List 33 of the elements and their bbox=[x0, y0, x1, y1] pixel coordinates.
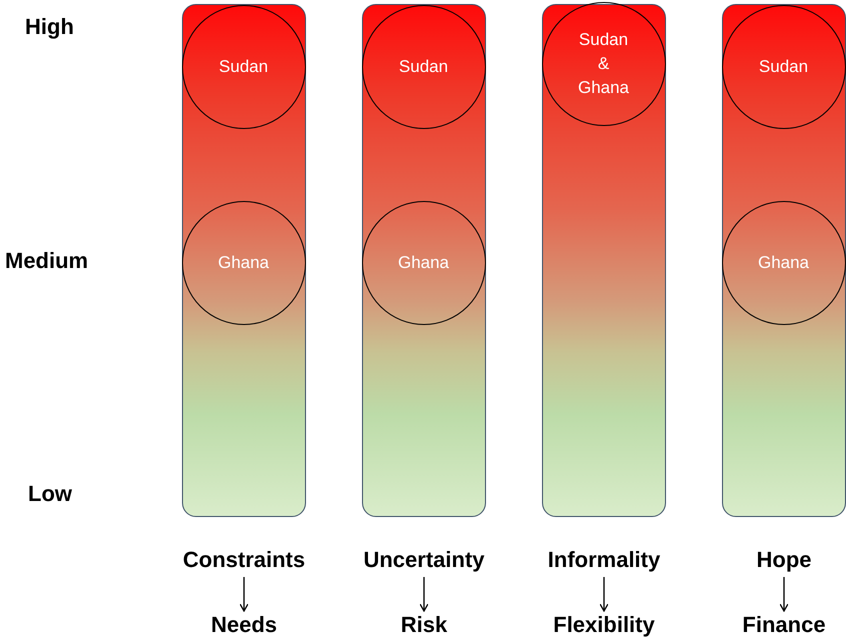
level-label: High bbox=[25, 14, 74, 40]
dimension-label: Uncertainty bbox=[363, 547, 485, 573]
country-label: Ghana bbox=[758, 252, 810, 274]
dimension-label: Risk bbox=[400, 612, 448, 638]
country-circle bbox=[722, 5, 846, 129]
level-bar bbox=[542, 4, 666, 517]
country-label: Ghana bbox=[218, 252, 270, 274]
country-circle bbox=[182, 201, 306, 325]
country-label: Sudan bbox=[398, 56, 448, 78]
arrow bbox=[419, 577, 429, 612]
arrow bbox=[239, 577, 249, 612]
dimension-label: Constraints bbox=[182, 547, 306, 573]
arrow bbox=[599, 577, 609, 612]
country-label: Sudan bbox=[218, 56, 268, 78]
level-bar bbox=[362, 4, 486, 517]
arrow bbox=[779, 577, 789, 612]
country-label: Ghana bbox=[398, 252, 450, 274]
level-bar bbox=[182, 4, 306, 517]
country-circle bbox=[362, 201, 486, 325]
dimension-label: Flexibility bbox=[553, 612, 655, 638]
dimension-label: Informality bbox=[548, 547, 660, 573]
dimension-label: Hope bbox=[756, 547, 812, 573]
level-label: Low bbox=[28, 481, 72, 507]
dimension-label: Finance bbox=[742, 612, 826, 638]
country-circle bbox=[542, 2, 666, 126]
level-label: Medium bbox=[5, 248, 88, 274]
level-bar bbox=[722, 4, 846, 517]
country-circle bbox=[182, 5, 306, 129]
country-label: Sudan & Ghana bbox=[576, 29, 630, 99]
country-circle bbox=[362, 5, 486, 129]
country-circle bbox=[722, 201, 846, 325]
dimension-label: Needs bbox=[210, 612, 278, 638]
country-label: Sudan bbox=[758, 56, 808, 78]
